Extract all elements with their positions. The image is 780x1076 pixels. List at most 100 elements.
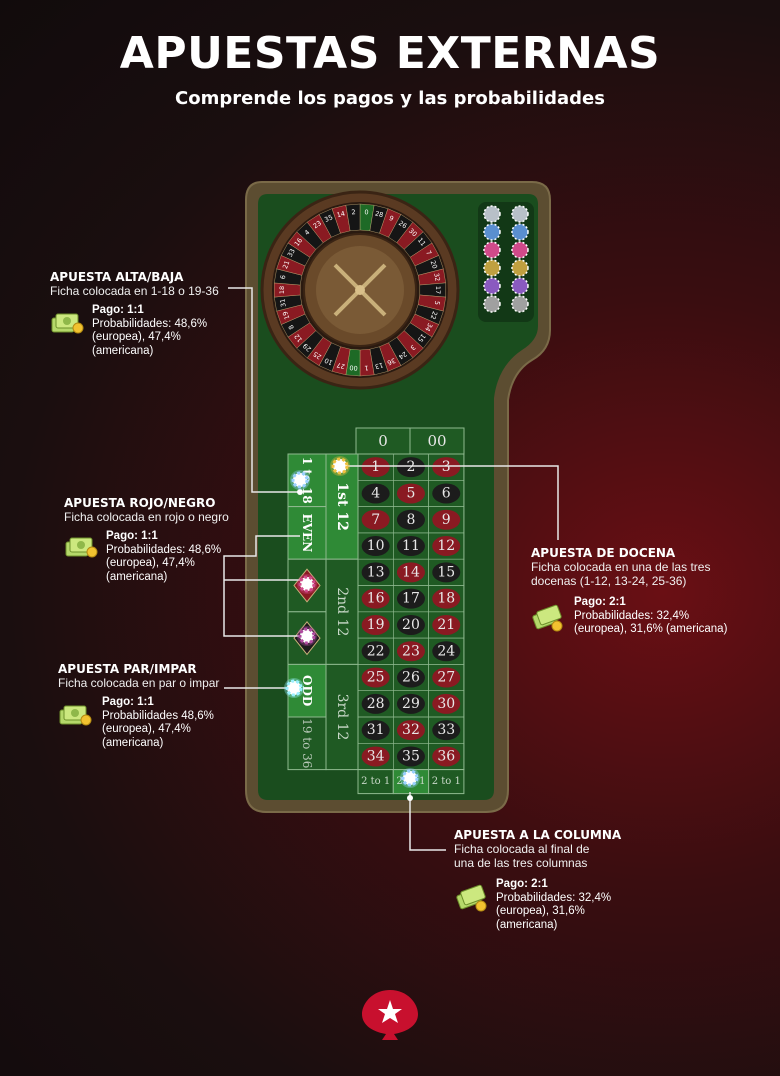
number-marker — [432, 641, 461, 662]
number-marker — [361, 562, 390, 583]
number-marker — [396, 483, 425, 504]
number-label: 17 — [402, 591, 420, 607]
chip-stack — [483, 205, 501, 223]
odds-line: (europea), 47,4% — [92, 331, 181, 343]
page-title: APUESTAS EXTERNAS — [119, 28, 661, 79]
wheel-number: 36 — [386, 356, 397, 367]
money-icon — [59, 705, 92, 726]
bet-chip — [291, 471, 309, 489]
number-label: 35 — [402, 748, 420, 764]
wheel-number: 4 — [303, 228, 311, 237]
payout-label: Pago: 2:1 — [574, 596, 626, 608]
number-label: 36 — [437, 748, 455, 764]
number-label: 1 — [371, 459, 380, 475]
wheel-number: 2 — [351, 208, 356, 216]
wheel-number: 6 — [279, 274, 288, 279]
number-label: 5 — [406, 485, 415, 501]
annotation-heading: APUESTA ALTA/BAJA — [50, 270, 184, 284]
number-label: 28 — [367, 696, 385, 712]
payout-label: Pago: 1:1 — [106, 530, 158, 542]
number-marker — [432, 746, 461, 767]
chip-stack — [511, 205, 529, 223]
odds-line: (americana) — [102, 736, 164, 749]
chip-rack — [478, 202, 534, 322]
number-label: 6 — [442, 485, 451, 501]
wheel-number: 18 — [278, 286, 286, 294]
annotation-columna: APUESTA A LA COLUMNA Ficha colocada al f… — [454, 828, 654, 870]
number-label: 22 — [367, 643, 385, 659]
money-icon — [65, 537, 98, 558]
odds-line: (americana) — [496, 918, 558, 931]
wheel-number: 27 — [336, 361, 346, 371]
wheel-number: 9 — [388, 214, 395, 223]
number-label: 27 — [437, 670, 455, 686]
number-label: 13 — [367, 564, 385, 580]
callout-lines — [223, 287, 559, 851]
chip-stack — [483, 295, 501, 313]
wheel-number: 30 — [407, 227, 419, 238]
wheel-number: 13 — [374, 361, 384, 371]
payout-label: Pago: 1:1 — [102, 696, 154, 708]
number-marker — [396, 562, 425, 583]
number-label: 14 — [402, 564, 420, 580]
chip-stack — [483, 241, 501, 259]
annotation-description: Ficha colocada en rojo o negro — [64, 510, 229, 524]
number-marker — [432, 667, 461, 688]
number-label: 12 — [437, 538, 455, 554]
bet-chip — [285, 679, 303, 697]
number-label: 26 — [402, 670, 420, 686]
number-marker — [432, 614, 461, 635]
number-label: 16 — [367, 591, 385, 607]
number-marker — [432, 562, 461, 583]
money-icon — [532, 604, 563, 632]
annotation-description: Ficha colocada en una de las tres — [531, 560, 711, 574]
annotation-rojo-negro: APUESTA ROJO/NEGRO Ficha colocada en roj… — [64, 496, 254, 524]
bet-chip — [331, 457, 349, 475]
odds-line: (europea), 47,4% — [106, 557, 195, 569]
number-marker — [361, 667, 390, 688]
wheel-number: 12 — [293, 332, 304, 343]
annotation-alta-baja: APUESTA ALTA/BAJA Ficha colocada en 1-18… — [50, 270, 240, 298]
annotation-par-impar: APUESTA PAR/IMPAR Ficha colocada en par … — [58, 662, 248, 690]
odds-line: (europea), 31,6% (americana) — [574, 623, 728, 635]
wheel-number: 33 — [286, 247, 297, 258]
odds-line: (europea), 31,6% — [496, 905, 585, 917]
number-marker — [361, 746, 390, 767]
money-icon — [51, 313, 84, 334]
wheel-number: 19 — [281, 310, 291, 320]
chip-stack — [511, 277, 529, 295]
odds-line: Probabilidades: 32,4% — [496, 891, 612, 904]
wheel-number: 8 — [287, 323, 296, 330]
wheel-number: 23 — [312, 219, 323, 230]
annotation-description: Ficha colocada en par o impar — [58, 676, 220, 690]
number-label: 29 — [402, 696, 420, 712]
wheel-number: 3 — [409, 343, 417, 352]
payout-label: Pago: 2:1 — [496, 878, 548, 890]
number-label: 20 — [402, 617, 420, 633]
column-label: 2 to 1 — [361, 776, 390, 787]
wheel-number: 5 — [433, 300, 442, 305]
number-label: 30 — [437, 696, 455, 712]
chip-stack — [511, 223, 529, 241]
wheel-number: 34 — [423, 322, 434, 333]
odds-line: (americana) — [106, 570, 168, 583]
wheel-number: 0 — [364, 208, 369, 216]
wheel-number: 10 — [323, 356, 334, 367]
wheel-number: 25 — [312, 350, 323, 361]
wheel-pocket — [345, 203, 361, 232]
number-label: 4 — [371, 485, 380, 501]
odds-line: Probabilidades: 32,4% — [574, 609, 690, 622]
number-label: 33 — [437, 722, 455, 738]
annotation-description: Ficha colocada al final de — [454, 842, 590, 856]
payout-columna: Pago: 2:1 Probabilidades: 32,4% (europea… — [496, 878, 646, 932]
wheel-number: 15 — [416, 332, 427, 343]
odds-line: Probabilidades: 48,6% — [106, 543, 222, 556]
wheel-number: 16 — [293, 236, 304, 247]
number-marker — [361, 588, 390, 609]
number-marker — [361, 536, 390, 557]
number-marker — [396, 641, 425, 662]
number-marker — [432, 483, 461, 504]
payout-par-impar: Pago: 1:1 Probabilidades 48,6% (europea)… — [102, 696, 252, 750]
